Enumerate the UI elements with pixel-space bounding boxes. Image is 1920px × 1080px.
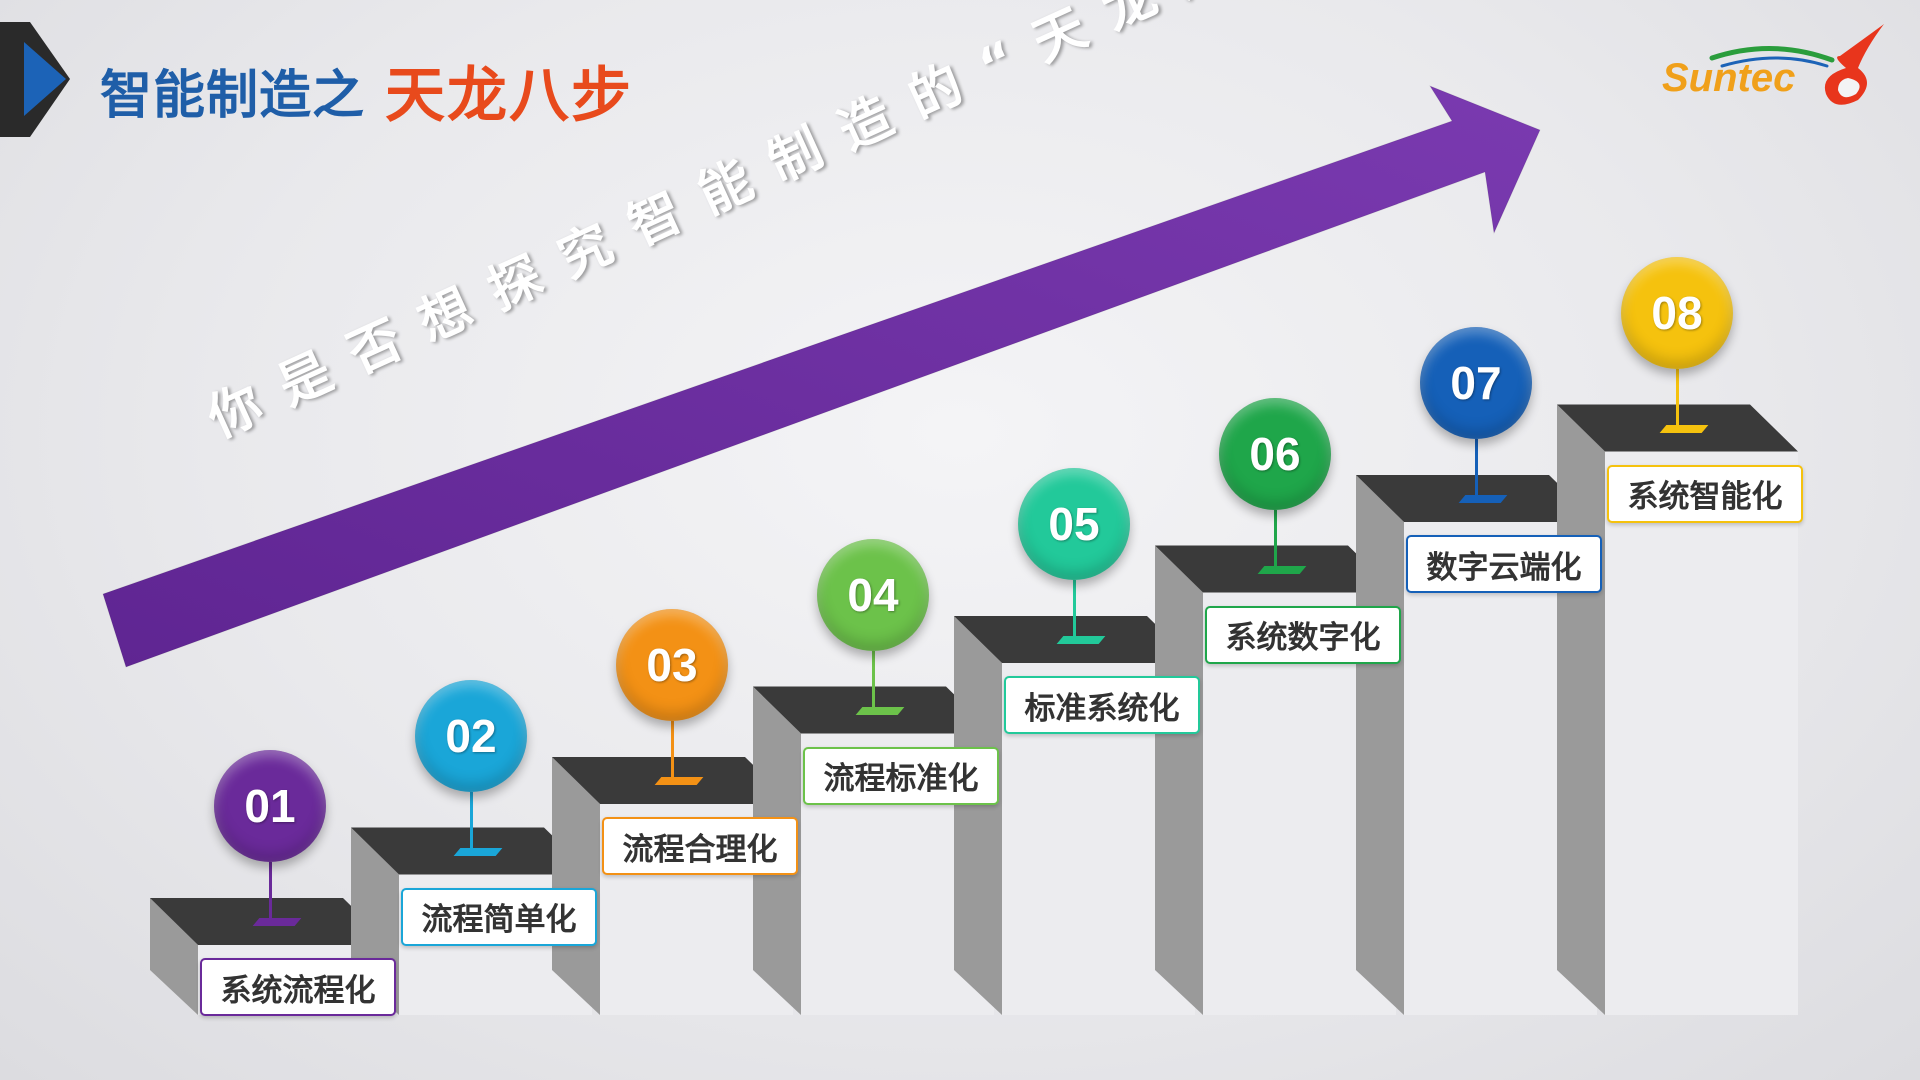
- stair-front: [1002, 663, 1195, 1015]
- stair-side: [954, 616, 1002, 1015]
- step-pad: [1056, 636, 1106, 644]
- stair-front: [1203, 592, 1396, 1015]
- step-pad: [1458, 495, 1508, 503]
- step-pad: [252, 918, 302, 926]
- step-label: 系统流程化: [200, 958, 396, 1016]
- step-stem: [1274, 509, 1277, 568]
- stair-side: [1557, 404, 1605, 1015]
- step-pad: [654, 777, 704, 785]
- step-number-badge: 07: [1420, 327, 1532, 439]
- step-label: 流程合理化: [602, 817, 798, 875]
- step-label: 标准系统化: [1004, 676, 1200, 734]
- step-stem: [269, 862, 272, 920]
- step-label: 系统数字化: [1205, 605, 1401, 664]
- step-pad: [855, 706, 905, 715]
- step-pad: [1257, 565, 1307, 574]
- suntec-swoosh-icon: [1709, 24, 1884, 105]
- step-number-badge: 01: [214, 750, 326, 862]
- step-number-badge: 03: [616, 609, 728, 721]
- step-label: 流程简单化: [401, 887, 597, 946]
- step-stem: [1073, 580, 1076, 638]
- step-number-badge: 02: [415, 679, 527, 792]
- step-number-badge: 04: [817, 538, 929, 651]
- step-label: 流程标准化: [803, 746, 999, 805]
- title-accent-text: 天龙八步: [385, 60, 634, 131]
- stair-front: [1404, 522, 1597, 1015]
- suntec-logo: Suntec: [1662, 20, 1892, 110]
- step-stem: [470, 791, 473, 850]
- step-number-badge: 06: [1219, 397, 1331, 510]
- step-label: 数字云端化: [1406, 535, 1602, 593]
- step-stem: [1676, 368, 1679, 427]
- step-number-badge: 05: [1018, 468, 1130, 580]
- stair-side: [150, 898, 198, 1015]
- stair-front: [1605, 451, 1798, 1015]
- step-stem: [671, 721, 674, 779]
- page-title: 智能制造之 天龙八步: [100, 50, 633, 131]
- stair-side: [1356, 475, 1404, 1015]
- stair-side: [1155, 545, 1203, 1015]
- corner-marker-icon: [0, 22, 70, 137]
- step-stem: [872, 650, 875, 709]
- step-label: 系统智能化: [1607, 464, 1803, 523]
- step-stem: [1475, 439, 1478, 497]
- step-pad: [453, 847, 503, 856]
- logo-text: Suntec: [1662, 56, 1796, 100]
- arrow-shape: [102, 84, 1541, 668]
- title-main-text: 智能制造之: [100, 65, 366, 126]
- step-pad: [1659, 424, 1709, 433]
- step-number-badge: 08: [1621, 256, 1733, 369]
- stair-side: [552, 757, 600, 1015]
